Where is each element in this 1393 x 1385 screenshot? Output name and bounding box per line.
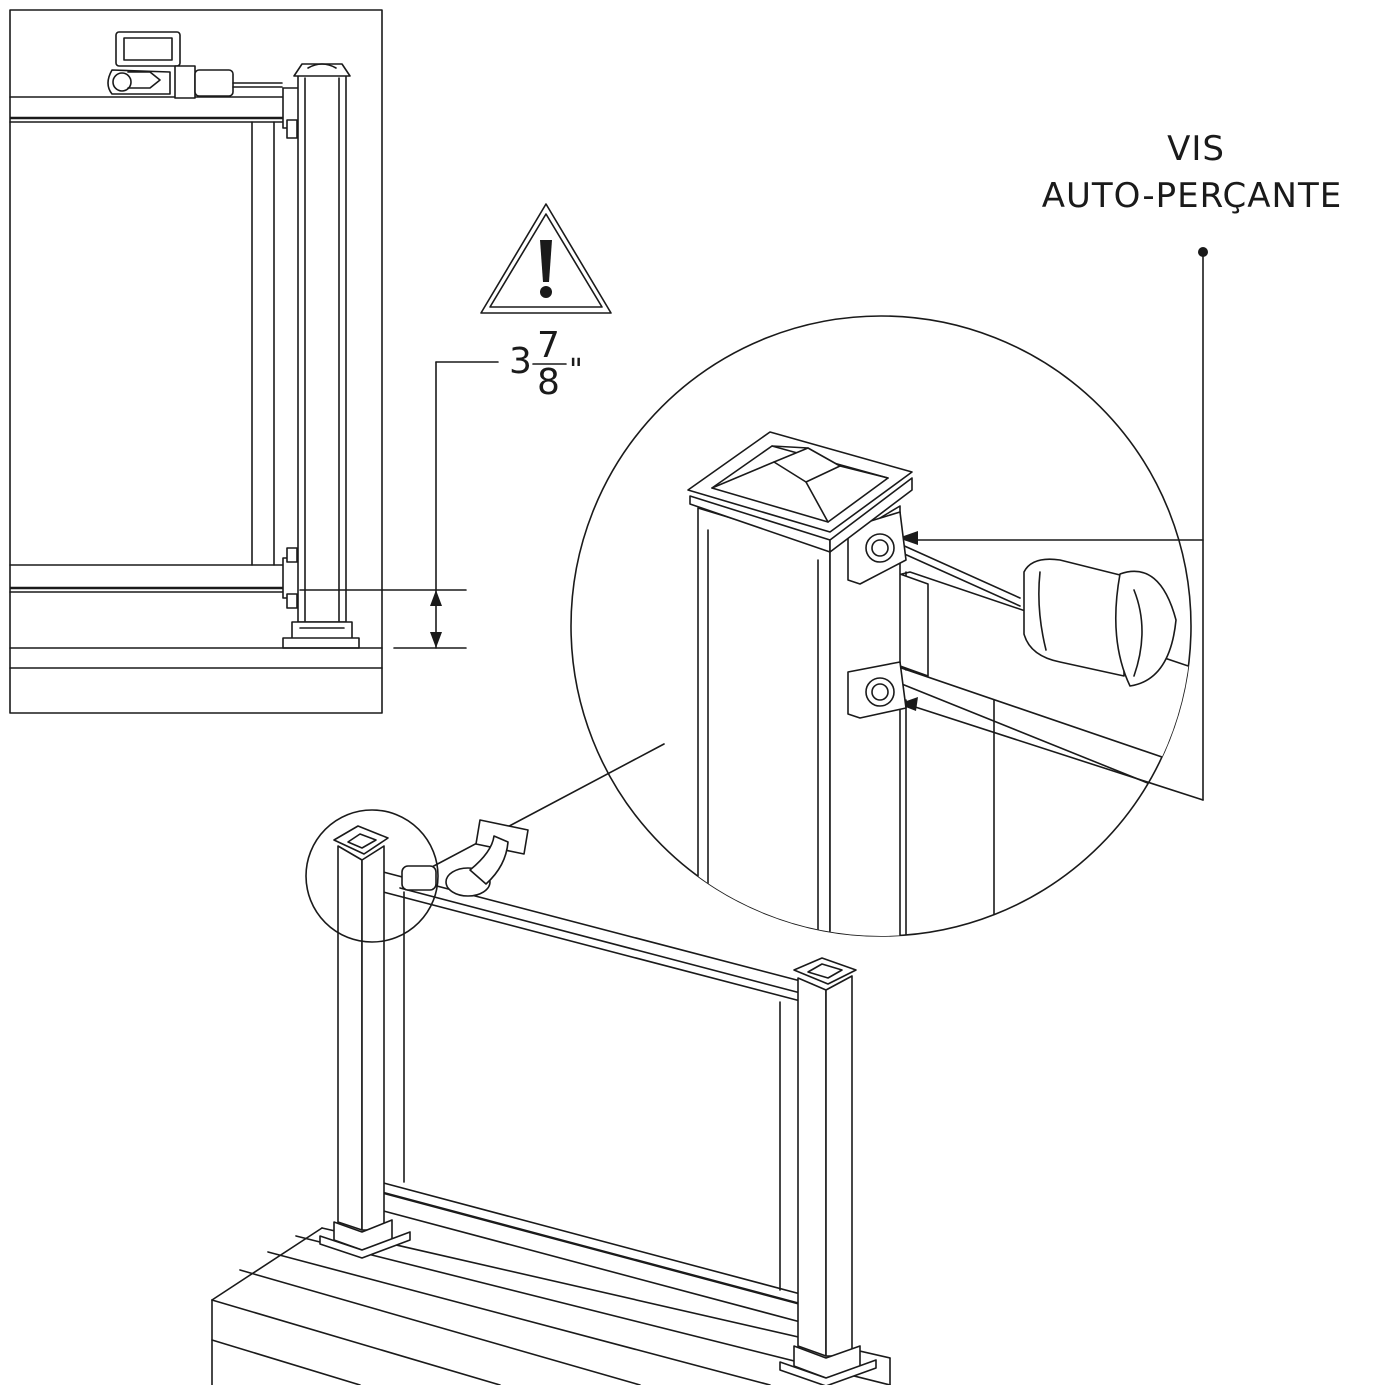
- dimension-denominator: 8: [537, 362, 560, 403]
- height-dimension: 3 7 8 ": [299, 325, 583, 649]
- dimension-numerator: 7: [537, 325, 560, 366]
- callout-line-1: VIS: [1167, 129, 1225, 169]
- screw-callout: VIS AUTO-PERÇANTE: [898, 129, 1343, 801]
- dimension-whole: 3: [509, 341, 532, 382]
- dimension-unit: ": [569, 353, 583, 388]
- elevation-view: [9, 9, 383, 714]
- isometric-view: [211, 809, 891, 1385]
- callout-line-2: AUTO-PERÇANTE: [1042, 176, 1343, 216]
- warning-triangle-icon: [480, 203, 612, 314]
- detail-view: [429, 315, 1192, 937]
